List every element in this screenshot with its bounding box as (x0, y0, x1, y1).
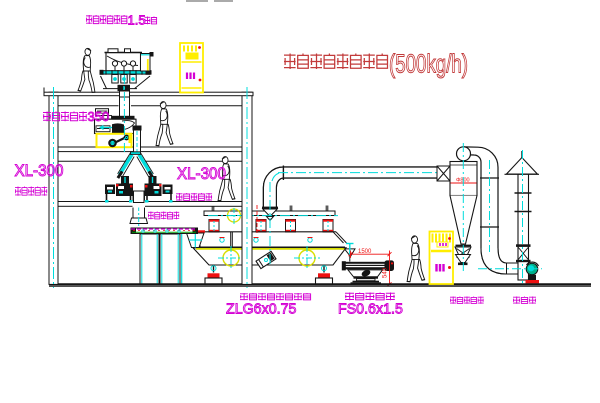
svg-text:Φ800: Φ800 (456, 178, 470, 184)
svg-text:1.5: 1.5 (128, 13, 146, 28)
svg-text:540: 540 (383, 267, 389, 278)
svg-text:(500kg/h): (500kg/h) (389, 48, 468, 78)
svg-text:XL-300: XL-300 (177, 165, 226, 183)
svg-text:FS0.6x1.5: FS0.6x1.5 (338, 301, 403, 317)
svg-text:350: 350 (88, 109, 110, 124)
svg-text:XL-300: XL-300 (15, 162, 64, 180)
svg-text:ZLG6x0.75: ZLG6x0.75 (226, 301, 296, 317)
svg-text:1500: 1500 (358, 249, 372, 255)
